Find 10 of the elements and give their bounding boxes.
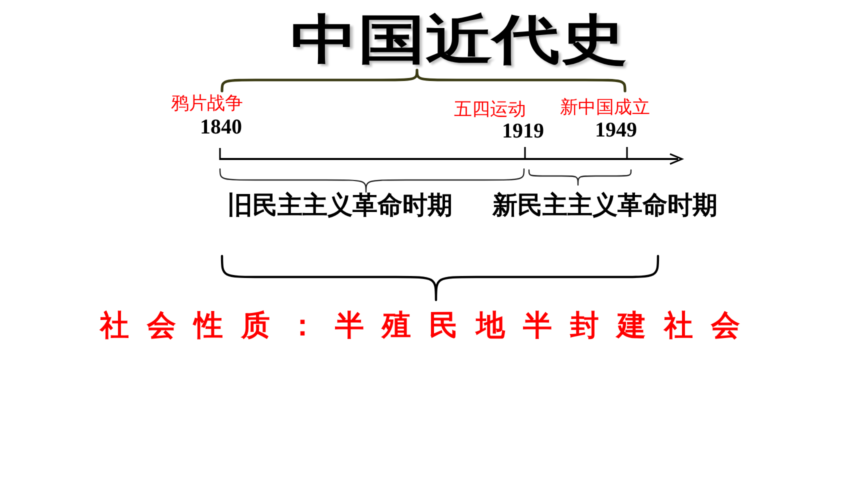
period-label: 旧民主主义革命时期 [228,191,452,219]
summary-text: 社会性质：半殖民地半封建社会 [100,310,740,342]
year-label: 1840 [200,115,242,139]
event-label: 五四运动 [454,100,526,120]
event-label: 鸦片战争 [171,94,243,114]
year-label: 1919 [502,119,544,143]
year-label: 1949 [595,118,637,142]
period-label: 新民主主义革命时期 [492,191,718,219]
title: 中国近代史 [290,14,628,66]
event-label: 新中国成立 [560,98,650,118]
